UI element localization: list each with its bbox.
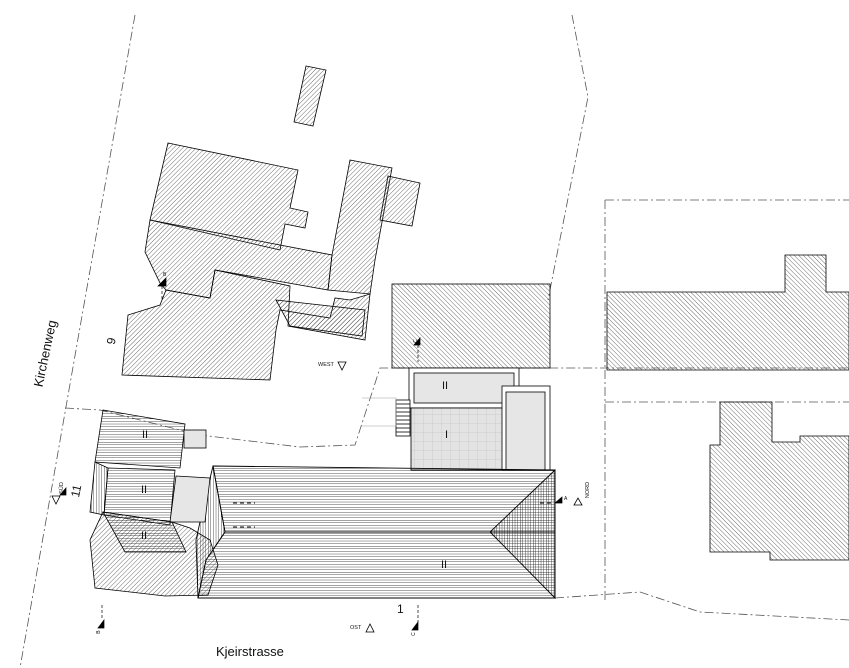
building-east-bottom (709, 401, 849, 561)
west-view-triangle (337, 361, 347, 371)
section-label-c-bottom: C (410, 632, 417, 636)
section-label-a: A (564, 496, 568, 502)
floor-label-west-middle: II (141, 484, 148, 496)
sud-view-triangle (51, 495, 61, 505)
floor-label-west-bottom: II (141, 530, 148, 542)
section-markers (59, 277, 563, 631)
stairs (395, 399, 411, 437)
building-9-east-annex (379, 175, 421, 227)
annex-upper-floor (413, 372, 515, 404)
shed-north (293, 65, 327, 127)
roof-east-hip-south (488, 531, 556, 600)
floor-label-main-roof: II (441, 559, 448, 571)
section-label-c-top: C (412, 339, 419, 343)
plot-number-1: 1 (397, 602, 404, 616)
boundary-north-east (547, 14, 589, 301)
building-east-top (606, 254, 849, 371)
ost-view-triangle (365, 623, 375, 633)
property-boundaries (19, 14, 849, 668)
plot-number-11: 11 (68, 483, 85, 499)
west-house-bottom-roof (102, 511, 187, 553)
section-label-b-bottom: B (95, 630, 102, 634)
building-plot-9 (121, 142, 421, 381)
section-marker-c-bottom (411, 620, 419, 631)
nord-view-triangle (573, 497, 583, 506)
west-house-edge (89, 461, 109, 516)
floor-label-annex-upper: II (442, 380, 449, 392)
view-triangles (51, 361, 583, 633)
view-label-nord: NORD (585, 481, 592, 499)
building-north-center (391, 283, 551, 369)
section-label-b-top: B (163, 272, 167, 278)
terrace-outline (362, 397, 397, 427)
view-label-sud: SÜD (58, 482, 65, 494)
annex-complex (362, 367, 551, 471)
building-9-south-wing (121, 269, 371, 381)
section-marker-c-top (413, 337, 421, 346)
annex-side-inner (505, 391, 546, 471)
section-marker-b-bottom (97, 618, 105, 629)
street-label-kjeirstrasse: Kjeirstrasse (216, 644, 284, 659)
floor-label-annex-courtyard: I (445, 429, 449, 441)
west-house-top-annex (183, 429, 207, 449)
building-9-south-annex (275, 299, 366, 337)
boundary-kirchenweg (19, 14, 136, 668)
west-courtyard (169, 475, 211, 523)
west-houses (89, 409, 219, 597)
section-marker-west-edge (59, 487, 67, 496)
floor-label-west-top: II (142, 429, 149, 441)
building-9-east-wing (327, 159, 393, 295)
annex-courtyard (410, 407, 507, 471)
section-marker-a (554, 496, 563, 504)
view-label-ost: OST (350, 625, 362, 631)
view-label-west: WEST (318, 362, 334, 368)
boundary-street (554, 591, 849, 621)
west-house-top (94, 409, 186, 469)
main-building-roof (195, 465, 556, 600)
